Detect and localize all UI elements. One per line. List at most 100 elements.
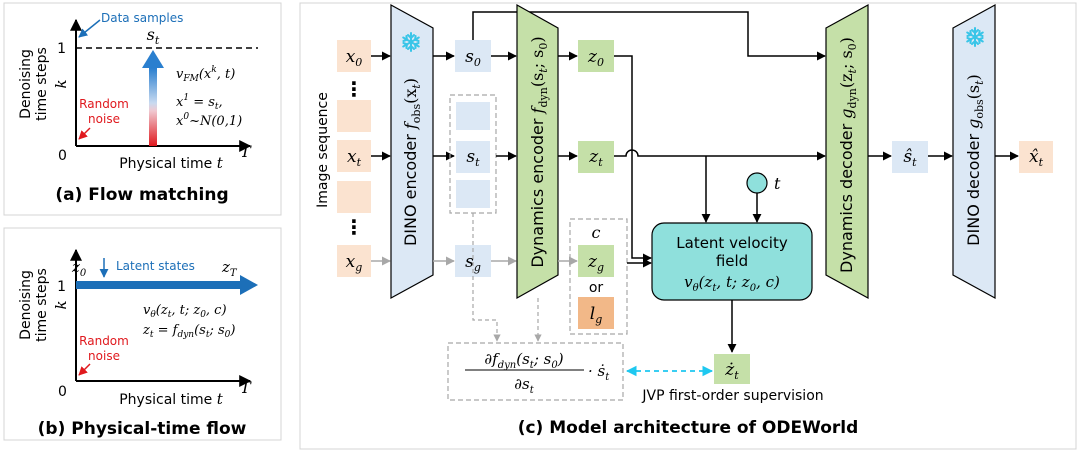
jacobian-denominator: ∂st [514, 375, 534, 396]
dynamics-decoder-block [825, 3, 869, 300]
panel-a-random: Random [79, 97, 129, 111]
token-shat-label: ŝt [903, 147, 917, 169]
image-xt-label: xt [347, 147, 362, 169]
panel-a-flow-arrowhead [142, 50, 164, 68]
panel-b-ylabel-1: Denoising [18, 270, 34, 340]
token-s0 [455, 40, 491, 72]
token-s0-label: s0 [465, 47, 481, 69]
panel-b-xlabel: Physical time t [119, 390, 223, 408]
panel-a-x1-eq: x1 = st, [176, 93, 223, 112]
image-xt-tile [337, 140, 371, 172]
token-z0-label: z0 [587, 47, 604, 69]
arrow-z0-lvf [614, 55, 652, 263]
dynamics-encoder-block [516, 3, 559, 300]
panel-a-noise-arrow [78, 127, 91, 140]
panel-b-eq2: zt = fdyn(st; s0) [142, 323, 235, 340]
token-st [456, 141, 490, 173]
panel-b-T: T [240, 378, 252, 397]
dino-encoder-label: DINO encoder fobs(xt) [401, 78, 423, 246]
skip-s0-decoder [472, 11, 826, 61]
token-zdot-label: żt [724, 360, 739, 382]
panel-b-random: Random [79, 334, 129, 348]
panel-a-data-samples: Data samples [101, 11, 183, 25]
panel-a-T: T [240, 142, 252, 161]
panel-a-st: st [147, 25, 160, 47]
dino-decoder-label: DINO decoder gobs(st) [964, 74, 986, 246]
panel-b-z0: z0 [71, 258, 87, 279]
panel-model-architecture: Image sequence x0 ⋮ xt ⋮ xg DINO encoder… [299, 2, 1077, 450]
arrow-zt-decoder [614, 149, 826, 161]
panel-flow-matching: Denoising time steps k 1 0 T Data sample… [3, 2, 282, 216]
token-s-top [456, 102, 490, 130]
panel-a-vfm: vFM(xk, t) [176, 65, 235, 84]
panel-b-eq1: vθ(zt, t; z0, c) [143, 303, 227, 320]
jvp-label: JVP first-order supervision [641, 388, 823, 404]
panel-a-noise: noise [88, 112, 120, 126]
token-s-bottom [456, 180, 490, 208]
arrow-st-jacobian [472, 213, 501, 342]
panel-b-frame [3, 227, 282, 441]
panel-b-flow-bar [76, 281, 242, 289]
panel-a-frame [3, 2, 282, 216]
lvf-label-2: field [716, 252, 748, 270]
dino-encoder-block [390, 3, 434, 300]
time-node [746, 172, 768, 194]
time-node-label: t [774, 174, 781, 193]
panel-physical-time-flow: Denoising time steps k 1 0 T z0 Latent s… [3, 227, 282, 441]
condition-group [569, 218, 628, 335]
panel-c-caption: (c) Model architecture of ODEWorld [518, 418, 859, 438]
lvf-label-1: Latent velocity [676, 234, 788, 252]
token-st-label: st [466, 147, 480, 169]
image-dots-2: ⋮ [344, 215, 364, 239]
token-xhat [1019, 141, 1053, 173]
panel-a-data-arrow [78, 19, 101, 38]
image-x0-tile [337, 40, 371, 72]
dino-decoder-block [952, 3, 996, 300]
image-dots-1: ⋮ [344, 77, 364, 101]
panel-b-ylabel-2: time steps [34, 268, 50, 342]
panel-a-zero: 0 [58, 148, 67, 164]
token-xhat-label: x̂t [1029, 147, 1044, 169]
jacobian-sdot: · ṡt [588, 362, 610, 383]
token-shat [892, 141, 928, 173]
image-tile-4 [337, 181, 371, 213]
panel-b-noise: noise [88, 349, 120, 363]
image-tile-2 [337, 100, 371, 132]
image-xg-label: xg [346, 252, 363, 274]
token-zt [578, 141, 614, 173]
token-lg-label: lg [590, 304, 602, 326]
panel-a-xlabel: Physical time t [119, 154, 223, 172]
token-zdot [714, 354, 750, 384]
condition-or: or [589, 280, 604, 296]
dynamics-decoder-label: Dynamics decoder gdyn(zt; s0) [837, 37, 859, 273]
panel-b-noise-arrow [78, 363, 91, 376]
image-x0-label: x0 [346, 47, 363, 69]
panel-a-caption: (a) Flow matching [55, 185, 228, 205]
panel-a-one: 1 [57, 41, 66, 57]
panel-b-flow-arrowhead [240, 275, 258, 295]
panel-a-ylabel-2: time steps [34, 47, 50, 121]
jacobian-box [447, 342, 624, 401]
panel-b-zero: 0 [58, 384, 67, 400]
token-zg-label: zg [587, 252, 604, 274]
panel-a-x0-eq: x0~N(0,1) [176, 112, 242, 129]
image-sequence-label: Image sequence [315, 92, 331, 208]
token-z0 [578, 40, 614, 72]
token-zt-label: zt [588, 147, 603, 169]
jacobian-numerator: ∂fdyn(st; s0) [484, 350, 563, 371]
panel-a-flow-bar [149, 68, 157, 146]
lvf-equation: vθ(zt, t; z0, c) [684, 273, 780, 294]
image-xg-tile [337, 245, 371, 277]
token-zg [578, 245, 614, 277]
panel-a-ylabel-k: k [52, 79, 70, 88]
panel-a-ylabel-1: Denoising [18, 49, 34, 119]
panel-b-latent-states: Latent states [116, 259, 195, 273]
panel-b-one: 1 [57, 279, 66, 295]
condition-c: c [592, 223, 601, 242]
panel-b-zT: zT [221, 258, 238, 279]
panel-b-caption: (b) Physical-time flow [38, 419, 247, 439]
token-lg [578, 297, 614, 329]
token-sg-label: sg [465, 252, 481, 274]
dynamics-encoder-label: Dynamics encoder fdyn(st; s0) [528, 36, 550, 267]
